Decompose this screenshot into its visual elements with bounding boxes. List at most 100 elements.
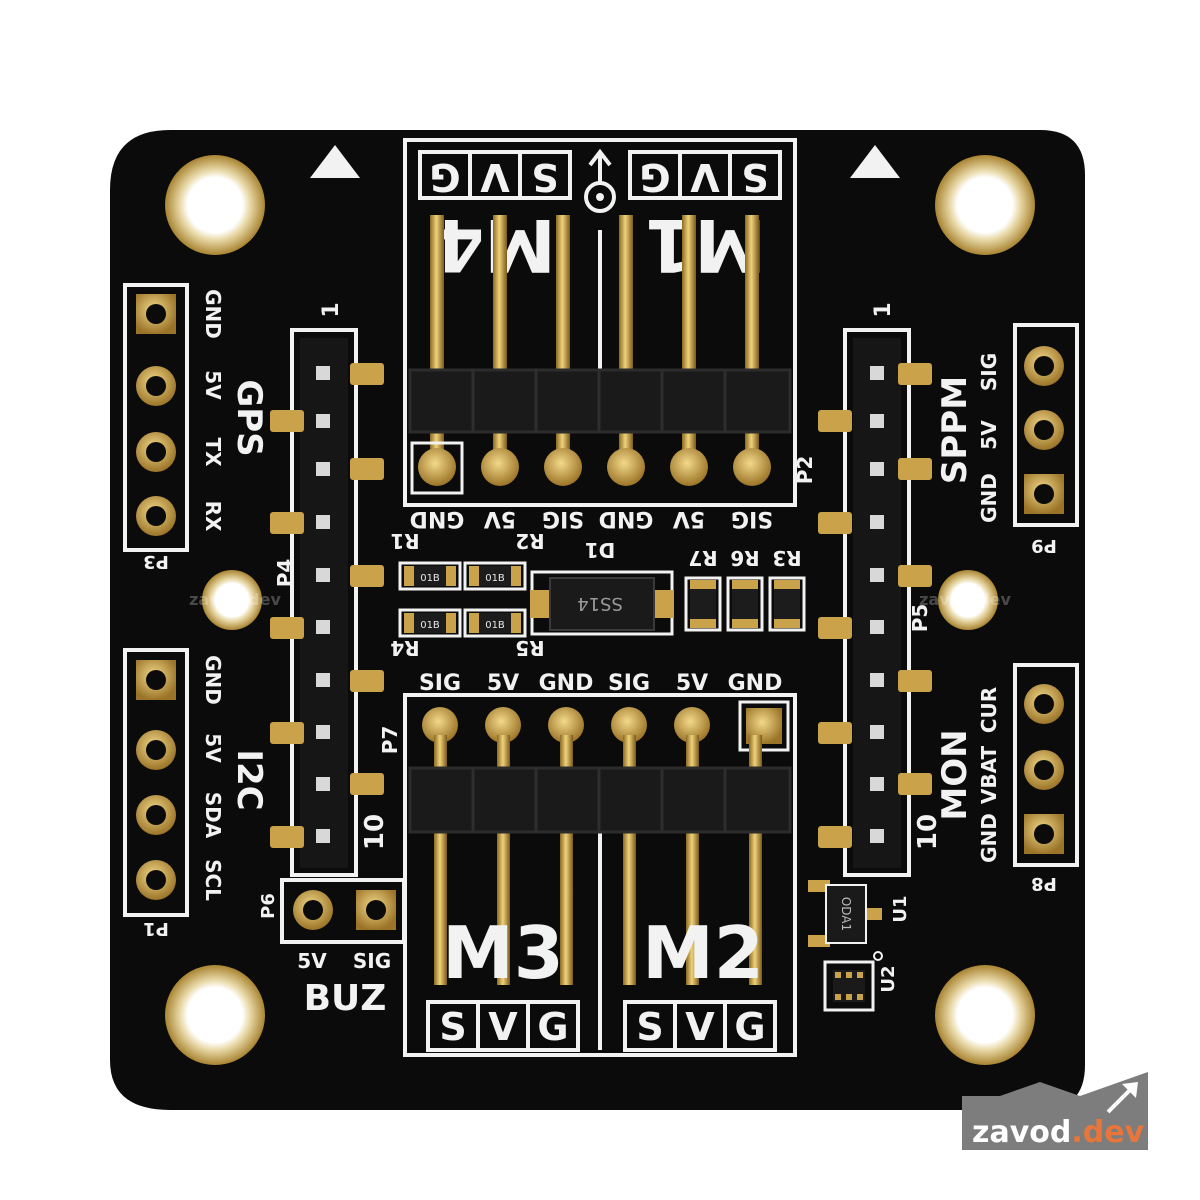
svg-text:SIG: SIG (542, 506, 584, 531)
svg-text:SIG: SIG (731, 506, 773, 531)
header-ref-p4: P4 (273, 559, 297, 588)
ref-r5: R5 (515, 636, 544, 660)
sppm-title: SPPM (935, 376, 975, 484)
center-components: 01B 01B 01B 01B R1 R2 R4 R5 (390, 529, 806, 660)
mounting-holes (165, 155, 1035, 1065)
svg-text:SIG: SIG (608, 671, 650, 696)
resistor-r6 (726, 576, 764, 632)
ic-u2: U2 (823, 951, 899, 1012)
header-ref-p2: P2 (793, 456, 817, 485)
svg-text:TX: TX (201, 437, 225, 467)
direction-symbol-icon (584, 148, 616, 213)
watermark-logo: zavod.dev (962, 1072, 1148, 1150)
svg-text:G: G (537, 1005, 568, 1049)
arrow-up-icon (850, 145, 900, 178)
svg-text:V: V (685, 1005, 715, 1049)
resistor-r1: 01B (398, 561, 462, 591)
watermark-part2: .dev (1071, 1115, 1144, 1150)
motor-label-m3: M3 (442, 911, 564, 995)
buzzer-connector: P6 5V SIG BUZ (258, 878, 406, 1019)
svg-text:5V: 5V (201, 733, 225, 763)
ref-r3: R3 (772, 546, 801, 570)
svg-letter: S (531, 155, 558, 199)
top-motor-area: G V S G V S M4 M1 (403, 138, 817, 507)
ref-p3: P3 (143, 551, 169, 572)
svg-text:S: S (439, 1005, 466, 1049)
svg-text:S: S (636, 1005, 663, 1049)
bottom-solder-pads (422, 700, 790, 752)
right-header-p5: 1 10 P5 (818, 302, 943, 877)
resistor-r5: 01B (463, 608, 527, 638)
ref-p6: P6 (258, 893, 279, 919)
ref-r6: R6 (730, 546, 759, 570)
diode-d1: SS14 (530, 570, 674, 636)
svg-text:GND: GND (201, 289, 225, 339)
pin-1-label: 1 (319, 302, 344, 317)
i2c-title: I2C (229, 749, 269, 810)
motor-label-m2: M2 (642, 911, 764, 995)
top-solder-pads (410, 441, 771, 495)
sppm-connector: SIG 5V GND SPPM P9 (935, 323, 1079, 556)
svg-text:SIG: SIG (353, 949, 391, 973)
resistor-r7 (684, 576, 722, 632)
ref-r4: R4 (390, 636, 419, 660)
svg-text:5V: 5V (487, 671, 519, 696)
svg-text:SS14: SS14 (577, 593, 623, 614)
ref-p8: P8 (1031, 873, 1057, 894)
svg-text:5V: 5V (673, 506, 705, 531)
svg-text:G: G (734, 1005, 765, 1049)
ref-r2: R2 (515, 529, 544, 553)
svg-text:ODA1: ODA1 (839, 897, 853, 931)
svg-text:01B: 01B (420, 620, 440, 631)
resistor-r2: 01B (463, 561, 527, 591)
resistor-r4: 01B (398, 608, 462, 638)
svg-text:V: V (488, 1005, 518, 1049)
svg-text:GND: GND (201, 655, 225, 705)
ref-p9: P9 (1031, 535, 1057, 556)
svg-box-m1: G V S (628, 150, 782, 200)
gps-connector: GND 5V TX RX GPS P3 (123, 283, 269, 572)
buz-title: BUZ (304, 978, 387, 1019)
svg-text:SCL: SCL (201, 859, 225, 901)
svg-box-m3: S V G (426, 1000, 580, 1052)
svg-text:SIG: SIG (419, 671, 461, 696)
svg-box-m4: G V S (418, 150, 572, 200)
svg-letter: G (429, 155, 460, 199)
bottom-pin-labels: SIG 5V GND SIG 5V GND (419, 671, 782, 696)
svg-letter: V (690, 155, 720, 199)
svg-text:VBAT: VBAT (977, 746, 1001, 805)
svg-text:CUR: CUR (977, 687, 1001, 733)
svg-text:GND: GND (539, 671, 594, 696)
svg-text:01B: 01B (485, 573, 505, 584)
header-ref-p5: P5 (908, 604, 932, 633)
svg-text:GND: GND (728, 671, 783, 696)
svg-letter: S (741, 155, 768, 199)
ref-d1: D1 (585, 538, 616, 562)
svg-text:5V: 5V (201, 370, 225, 400)
arrow-up-icon (310, 145, 360, 178)
svg-text:SIG: SIG (977, 353, 1001, 391)
header-ref-p7: P7 (378, 726, 402, 755)
svg-text:5V: 5V (297, 949, 327, 973)
mon-title: MON (935, 729, 975, 820)
svg-text:GND: GND (977, 813, 1001, 863)
ref-p1: P1 (143, 918, 169, 939)
pin-1-label: 1 (871, 302, 896, 317)
svg-text:RX: RX (201, 501, 225, 532)
i2c-connector: GND 5V SDA SCL I2C P1 (123, 648, 269, 939)
svg-text:5V: 5V (977, 420, 1001, 450)
resistor-r3 (768, 576, 806, 632)
svg-text:zavod.dev: zavod.dev (972, 1115, 1145, 1150)
ref-u2: U2 (878, 965, 899, 992)
svg-letter: V (480, 155, 510, 199)
pin-10-label: 10 (360, 814, 390, 850)
top-pin-labels: GND 5V SIG GND 5V SIG (410, 506, 773, 531)
mon-connector: CUR VBAT GND MON P8 (935, 663, 1079, 894)
ic-u1: ODA1 U1 (808, 880, 911, 947)
svg-letter: G (639, 155, 670, 199)
watermark-part1: zavod (972, 1115, 1071, 1150)
arrow-icon (1106, 1086, 1134, 1114)
svg-text:5V: 5V (484, 506, 516, 531)
svg-box-m2: S V G (623, 1000, 777, 1052)
svg-text:SDA: SDA (201, 792, 225, 839)
